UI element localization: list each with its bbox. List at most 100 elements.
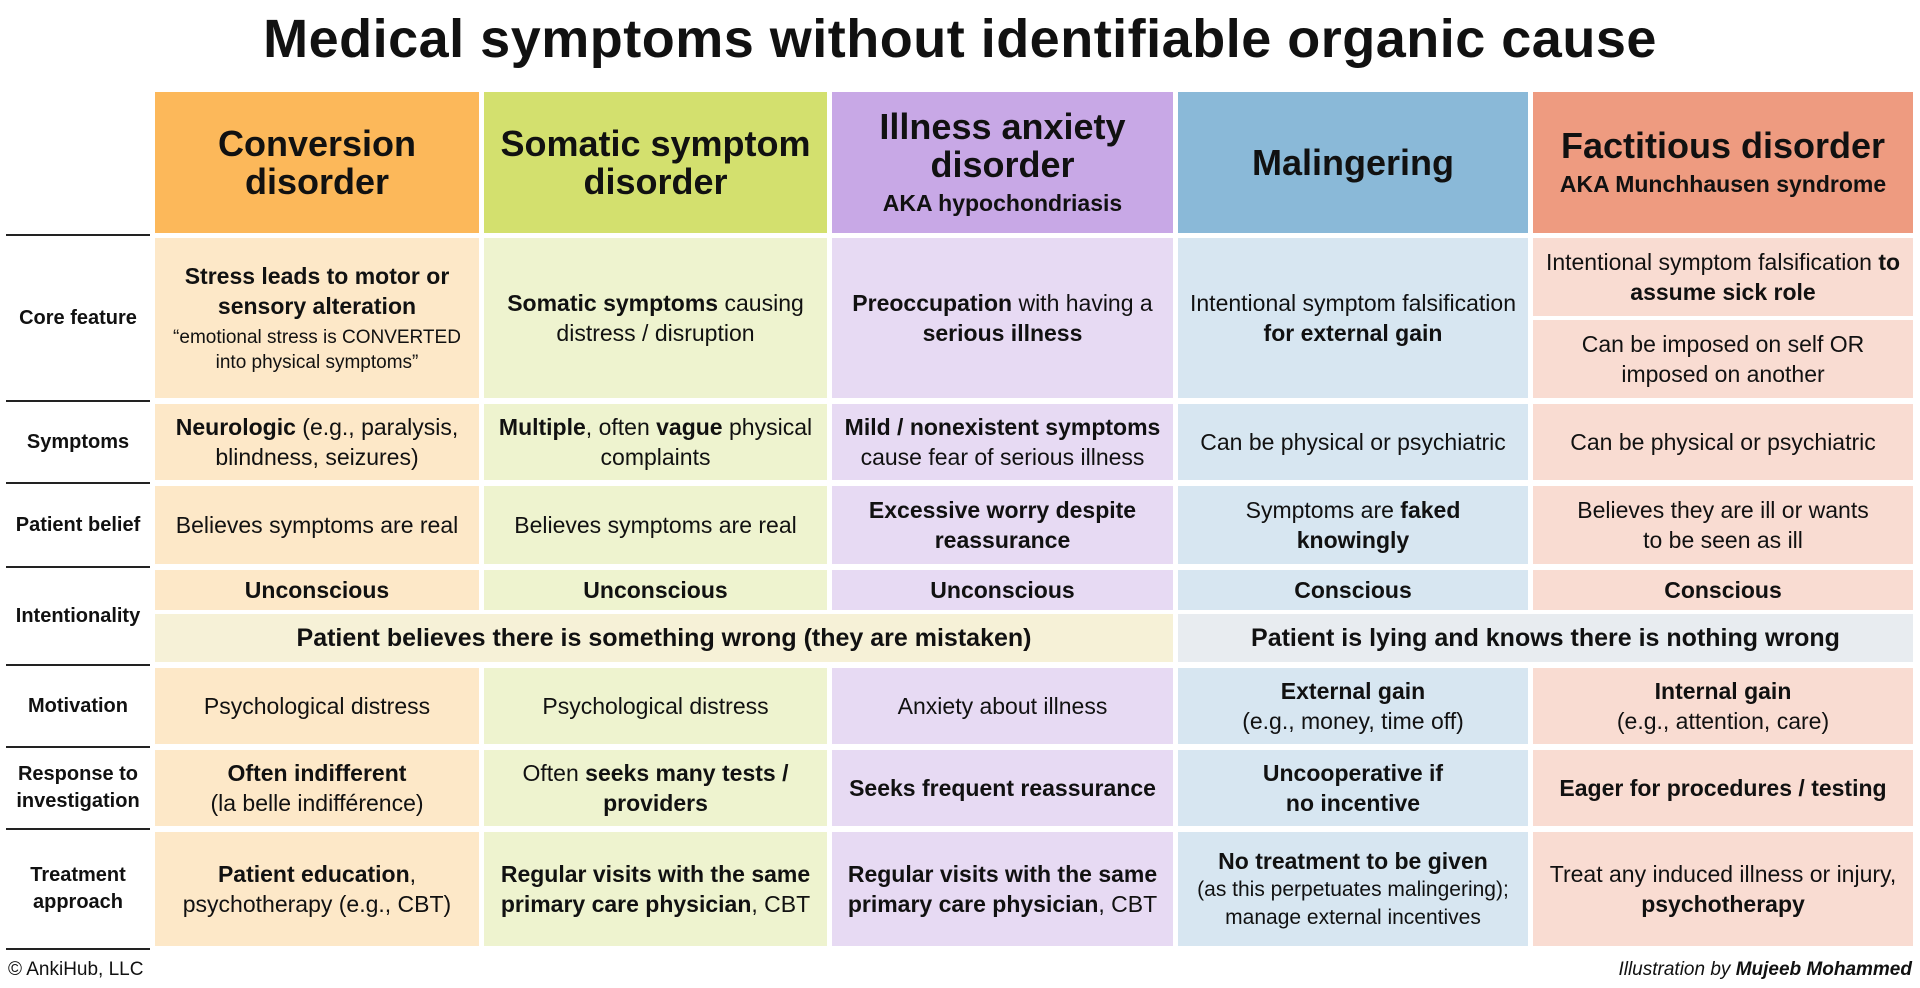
response-somatic-bold: seeks many tests / providers: [585, 760, 789, 816]
cell-somatic-motivation: Psychological distress: [484, 668, 827, 744]
symptoms-somatic-mid: , often: [585, 414, 657, 440]
motivation-malingering-bold: External gain: [1280, 678, 1426, 704]
header-malingering-title: Malingering: [1251, 141, 1454, 183]
core-malingering-pre: Intentional symptom falsification: [1190, 290, 1516, 316]
row-divider: [6, 664, 150, 666]
cell-conversion-belief: Believes symptoms are real: [155, 486, 479, 564]
belief-conversion-text: Believes symptoms are real: [175, 512, 459, 538]
treatment-illness-rest: , CBT: [1098, 891, 1158, 917]
treatment-malingering-rest: (as this perpetuates malingering); manag…: [1197, 878, 1509, 929]
cell-malingering-core: Intentional symptom falsification for ex…: [1178, 238, 1528, 398]
symptoms-malingering-text: Can be physical or psychiatric: [1200, 429, 1506, 455]
belief-somatic-text: Believes symptoms are real: [514, 512, 797, 538]
treatment-malingering-bold: No treatment to be given: [1218, 848, 1488, 874]
row-divider: [6, 482, 150, 484]
row-label-motivation: Motivation: [28, 694, 128, 717]
core-factitious-extra: Can be imposed on self OR imposed on ano…: [1581, 331, 1865, 387]
core-conversion-quote: “emotional stress is CONVERTED into phys…: [173, 327, 461, 373]
cell-illness-symptoms: Mild / nonexistent symptoms cause fear o…: [832, 404, 1173, 480]
treatment-somatic-bold: Regular visits with the same primary car…: [500, 861, 811, 917]
header-malingering: Malingering: [1178, 92, 1528, 233]
motivation-illness-text: Anxiety about illness: [897, 693, 1108, 719]
symptoms-somatic-bold2: vague: [656, 414, 723, 440]
core-somatic-rest: causing distress / disruption: [556, 290, 804, 346]
cell-malingering-treatment: No treatment to be given (as this perpet…: [1178, 832, 1528, 946]
symptoms-conversion-rest: (e.g., paralysis, blindness, seizures): [215, 414, 459, 470]
motivation-conversion-text: Psychological distress: [203, 693, 431, 719]
cell-illness-motivation: Anxiety about illness: [832, 668, 1173, 744]
cell-conversion-core: Stress leads to motor or sensory alterat…: [155, 238, 479, 398]
row-label-treatment: Treatment approach: [30, 864, 126, 913]
belief-malingering-pre: Symptoms are: [1245, 497, 1401, 523]
belief-illness-bold: Excessive worry despite reassurance: [868, 497, 1137, 553]
cell-conversion-intent: Unconscious: [155, 570, 479, 610]
symptoms-conversion-bold: Neurologic: [175, 414, 296, 440]
cell-malingering-intent: Conscious: [1178, 570, 1528, 610]
cell-somatic-belief: Believes symptoms are real: [484, 486, 827, 564]
treatment-factitious-pre: Treat any induced illness or injury,: [1549, 861, 1897, 887]
header-illness-aka: AKA hypochondriasis: [882, 189, 1123, 216]
motivation-malingering-rest: (e.g., money, time off): [1242, 708, 1464, 734]
motivation-factitious-bold: Internal gain: [1654, 678, 1792, 704]
row-label-core-feature: Core feature: [19, 306, 137, 329]
header-factitious: Factitious disorder AKA Munchhausen synd…: [1533, 92, 1913, 233]
symptoms-illness-rest: cause fear of serious illness: [860, 444, 1145, 470]
response-illness-bold: Seeks frequent reassurance: [849, 775, 1156, 801]
row-divider: [6, 400, 150, 402]
header-somatic: Somatic symptom disorder: [484, 92, 827, 233]
cell-somatic-core: Somatic symptoms causing distress / disr…: [484, 238, 827, 398]
treatment-factitious-bold: psychotherapy: [1641, 891, 1805, 917]
cell-somatic-symptoms: Multiple, often vague physical complaint…: [484, 404, 827, 480]
row-divider: [6, 948, 150, 950]
cell-factitious-core: Intentional symptom falsification to ass…: [1533, 238, 1913, 316]
page-title: Medical symptoms without identifiable or…: [263, 9, 1657, 69]
symptoms-somatic-bold1: Multiple: [498, 414, 586, 440]
treatment-somatic-rest: , CBT: [751, 891, 811, 917]
symptoms-somatic-rest: physical complaints: [600, 414, 813, 470]
core-malingering-bold: for external gain: [1263, 320, 1443, 346]
cell-factitious-intent: Conscious: [1533, 570, 1913, 610]
core-factitious-pre: Intentional symptom falsification: [1545, 249, 1879, 275]
cell-malingering-motivation: External gain (e.g., money, time off): [1178, 668, 1528, 744]
treatment-conversion-bold: Patient education: [217, 861, 410, 887]
treatment-conversion-rest: , psychotherapy (e.g., CBT): [182, 861, 452, 917]
credit-author: Mujeeb Mohammed: [1735, 959, 1912, 980]
header-factitious-aka: AKA Munchhausen syndrome: [1559, 170, 1887, 197]
core-illness-bold2: serious illness: [922, 320, 1083, 346]
core-illness-bold1: Preoccupation: [852, 290, 1013, 316]
belief-malingering-bold: faked knowingly: [1296, 497, 1461, 553]
header-conversion-title: Conversion disorder: [217, 122, 417, 202]
row-label-patient-belief: Patient belief: [15, 513, 141, 536]
treatment-illness-bold: Regular visits with the same primary car…: [847, 861, 1158, 917]
cell-conversion-treatment: Patient education, psychotherapy (e.g., …: [155, 832, 479, 946]
cell-malingering-symptoms: Can be physical or psychiatric: [1178, 404, 1528, 480]
header-conversion: Conversion disorder: [155, 92, 479, 233]
header-somatic-title: Somatic symptom disorder: [500, 122, 811, 202]
response-somatic-pre: Often: [522, 760, 586, 786]
row-divider: [6, 566, 150, 568]
symptoms-factitious-text: Can be physical or psychiatric: [1570, 429, 1876, 455]
intent-span-lying: Patient is lying and knows there is noth…: [1178, 614, 1913, 662]
response-factitious-bold: Eager for procedures / testing: [1559, 775, 1887, 801]
cell-malingering-belief: Symptoms are faked knowingly: [1178, 486, 1528, 564]
core-somatic-bold: Somatic symptoms: [507, 290, 719, 316]
cell-somatic-intent: Unconscious: [484, 570, 827, 610]
cell-somatic-treatment: Regular visits with the same primary car…: [484, 832, 827, 946]
cell-illness-treatment: Regular visits with the same primary car…: [832, 832, 1173, 946]
illustration-credit: Illustration by Mujeeb Mohammed: [1618, 959, 1912, 981]
core-conversion-bold: Stress leads to motor or sensory alterat…: [184, 263, 450, 319]
cell-illness-intent: Unconscious: [832, 570, 1173, 610]
intent-span-mistaken: Patient believes there is something wron…: [155, 614, 1173, 662]
header-illness-anxiety: Illness anxiety disorder AKA hypochondri…: [832, 92, 1173, 233]
motivation-factitious-rest: (e.g., attention, care): [1616, 708, 1830, 734]
response-malingering-bold: Uncooperative if no incentive: [1262, 760, 1444, 816]
cell-factitious-symptoms: Can be physical or psychiatric: [1533, 404, 1913, 480]
row-label-symptoms: Symptoms: [26, 430, 130, 453]
cell-conversion-response: Often indifferent (la belle indifférence…: [155, 750, 479, 826]
core-illness-mid: with having a: [1012, 290, 1153, 316]
row-divider: [6, 828, 150, 830]
cell-factitious-motivation: Internal gain (e.g., attention, care): [1533, 668, 1913, 744]
cell-somatic-response: Often seeks many tests / providers: [484, 750, 827, 826]
copyright-text: © AnkiHub, LLC: [8, 959, 144, 980]
row-divider: [6, 746, 150, 748]
